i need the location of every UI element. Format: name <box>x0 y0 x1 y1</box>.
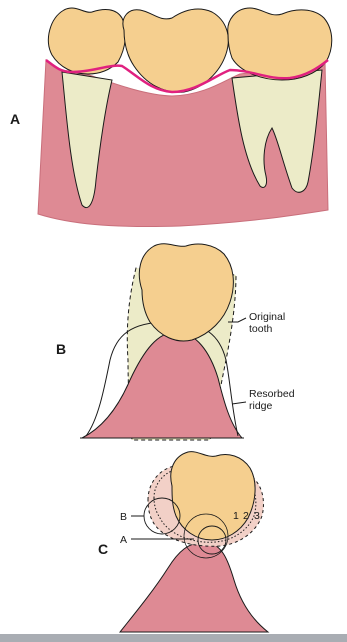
panel-a: A <box>10 8 332 227</box>
leader-resorbed-ridge <box>232 402 246 404</box>
ridge-c <box>120 542 268 632</box>
panel-b: Original tooth Resorbed ridge B <box>56 244 297 440</box>
bottom-bar <box>0 634 347 642</box>
panel-a-letter: A <box>10 111 20 127</box>
panel-c: B A 1 2 3 C <box>98 452 268 632</box>
contour-number-2: 2 <box>243 510 249 522</box>
panel-b-letter: B <box>56 341 66 357</box>
contour-number-1: 1 <box>233 510 239 522</box>
panel-c-letter: C <box>98 541 108 557</box>
contour-number-3: 3 <box>254 510 260 522</box>
callout-resorbed-ridge: Resorbed ridge <box>249 388 297 412</box>
point-label-b: B <box>120 511 127 523</box>
point-label-a: A <box>120 534 127 546</box>
crown-left <box>48 8 125 74</box>
callout-original-tooth: Original tooth <box>249 311 288 335</box>
